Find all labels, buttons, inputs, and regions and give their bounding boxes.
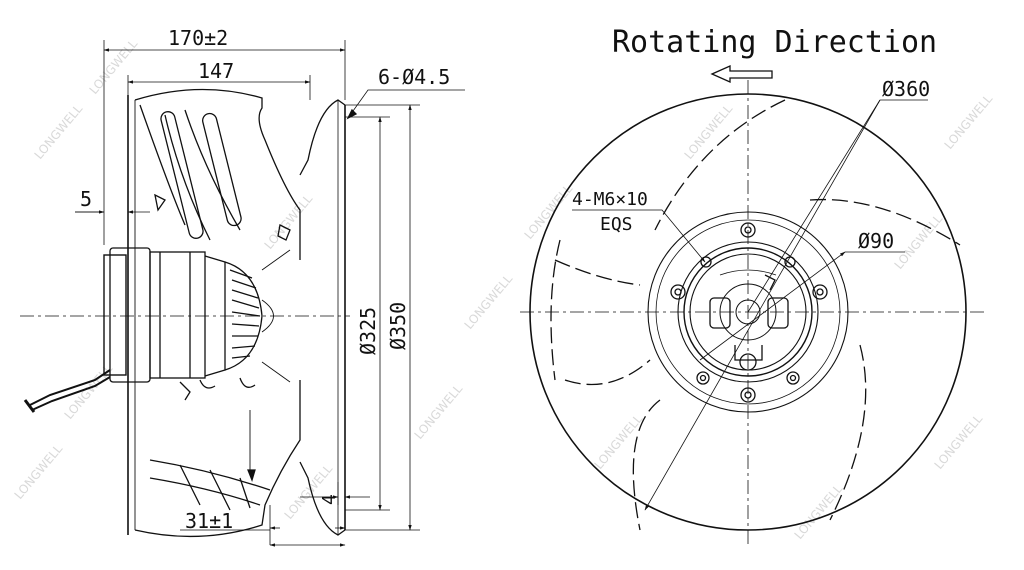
body-length-label: 147	[198, 59, 234, 83]
diameter-inner-label: Ø325	[356, 307, 380, 355]
watermark-text: LONGWELL	[592, 412, 646, 472]
watermark-text: LONGWELL	[87, 37, 141, 97]
watermark-text: LONGWELL	[792, 482, 846, 542]
watermark-text: LONGWELL	[932, 412, 986, 472]
front-view	[520, 64, 985, 548]
mount-holes-label: 6-Ø4.5	[378, 65, 450, 89]
threaded-holes-label: 4-M6×10	[572, 189, 648, 210]
flange-thickness-label: 4	[319, 494, 340, 505]
impeller-diameter-label: Ø360	[882, 77, 930, 101]
hub-diameter-label: Ø90	[858, 229, 894, 253]
watermark-text: LONGWELL	[12, 442, 66, 502]
watermark-text: LONGWELL	[32, 102, 86, 162]
inlet-depth-label: 31±1	[185, 509, 233, 533]
rotating-direction-title: Rotating Direction	[612, 25, 937, 60]
watermark-layer: LONGWELL LONGWELL LONGWELL LONGWELL LONG…	[12, 37, 996, 542]
watermark-text: LONGWELL	[262, 192, 316, 252]
watermark-text: LONGWELL	[462, 272, 516, 332]
offset-label: 5	[80, 187, 92, 211]
watermark-text: LONGWELL	[412, 382, 466, 442]
watermark-text: LONGWELL	[682, 102, 736, 162]
overall-length-label: 170±2	[168, 26, 228, 50]
side-view	[20, 40, 465, 547]
watermark-text: LONGWELL	[282, 462, 336, 522]
watermark-text: LONGWELL	[892, 212, 946, 272]
threaded-holes-note: EQS	[600, 214, 633, 235]
watermark-text: LONGWELL	[942, 92, 996, 152]
diameter-outer-label: Ø350	[386, 302, 410, 350]
